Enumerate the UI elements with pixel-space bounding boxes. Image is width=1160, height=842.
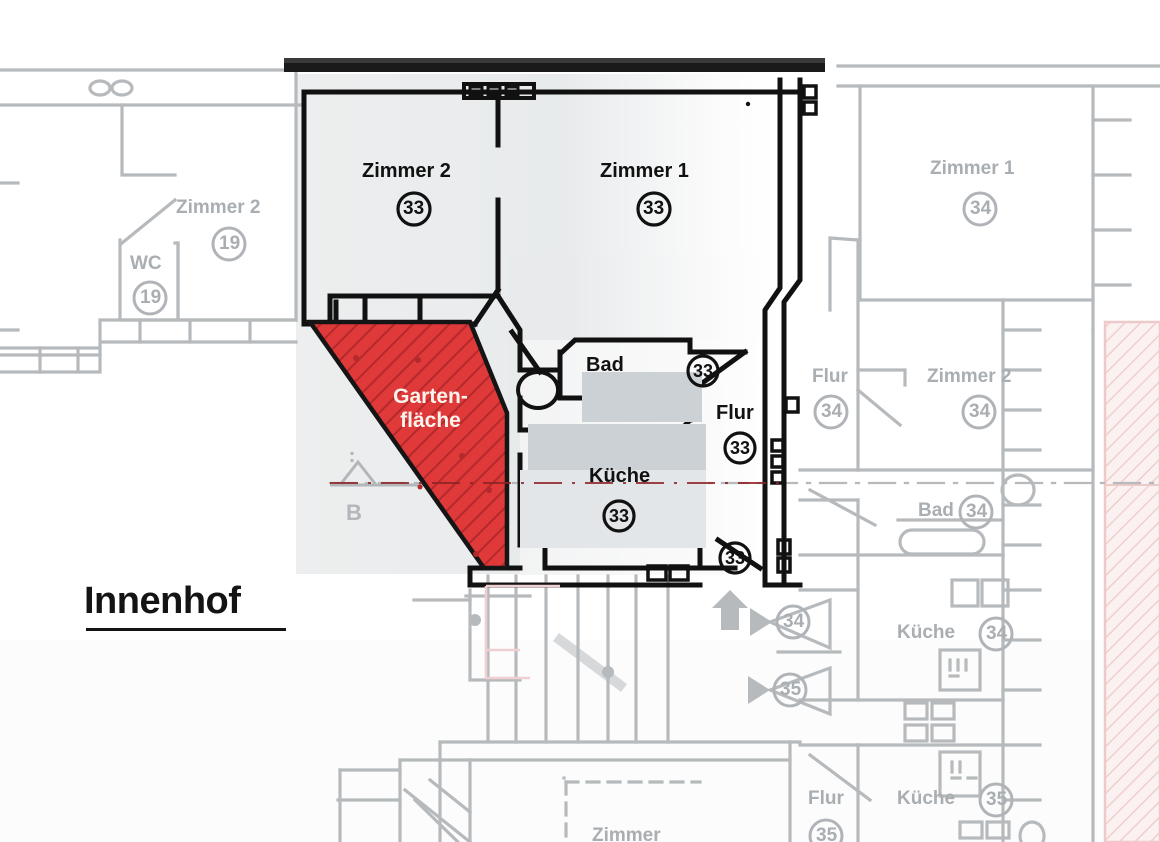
- room-label-zimmer-2-19: Zimmer 2: [176, 197, 261, 218]
- room-number-zimmer-2-33: 33: [403, 198, 425, 219]
- room-label-flur-35: Flur: [808, 788, 844, 809]
- top-wall-bar: [284, 58, 825, 72]
- room-label-zimmer-1-34: Zimmer 1: [930, 158, 1015, 179]
- room-number-bad-33: 33: [693, 361, 714, 381]
- background-center-lower: [328, 481, 1160, 842]
- room-label-flur-34: Flur: [812, 366, 848, 387]
- room-label-bad-33: Bad: [586, 354, 624, 376]
- room-number-wc-19: 19: [140, 287, 162, 308]
- room-label-bad-34: Bad: [918, 500, 954, 521]
- room-number-flur-33: 33: [730, 438, 751, 458]
- room-label-kueche-33: Küche: [589, 465, 651, 487]
- faint-red-guides: [484, 584, 560, 680]
- room-number-kueche-33: 33: [609, 506, 630, 526]
- stair-marker-number-34: 34: [783, 611, 805, 632]
- room-label-flur-33: Flur: [716, 402, 754, 424]
- room-number-flur-35: 35: [816, 825, 838, 842]
- garden-area-label-line1: Garten-: [393, 385, 468, 408]
- room-label-zimmer-2-33: Zimmer 2: [362, 160, 451, 182]
- room-number-zimmer-1-33: 33: [643, 198, 665, 219]
- garden-area-label-line2: fläche: [400, 409, 461, 433]
- room-label-zimmer-1-33: Zimmer 1: [600, 160, 689, 182]
- garden-area-label: Garten- fläche: [383, 385, 478, 433]
- room-label-kueche-34: Küche: [897, 622, 956, 643]
- courtyard-label: Innenhof: [84, 580, 241, 622]
- background-right-wing: [798, 64, 1160, 842]
- section-marker-label-b: B: [346, 500, 362, 525]
- background-plan-layer: [0, 68, 302, 374]
- room-label-kueche-35: Küche: [897, 788, 956, 809]
- room-number-zimmer-1-34: 34: [970, 198, 992, 219]
- room-label-zimmer-partial: Zimmer: [592, 825, 661, 842]
- garden-area-highlight: [305, 319, 510, 571]
- room-label-zimmer-2-34: Zimmer 2: [927, 366, 1012, 387]
- room-number-bad-34: 34: [966, 501, 988, 522]
- scan-shading: [0, 74, 1160, 842]
- room-number-zimmer-2-34: 34: [969, 401, 991, 422]
- stair-marker-number-35: 35: [780, 679, 802, 700]
- courtyard-label-underline: [86, 628, 286, 631]
- pink-hatched-strip: [1103, 320, 1160, 842]
- room-label-wc-19: WC: [130, 253, 162, 274]
- room-number-kueche-34: 34: [986, 623, 1008, 644]
- room-number-flur-34: 34: [821, 401, 843, 422]
- room-number-kueche-35: 35: [986, 789, 1008, 810]
- room-number-zimmer-2-19: 19: [219, 233, 241, 254]
- room-number-entry-33: 33: [725, 548, 746, 568]
- furniture-blocks: [520, 372, 706, 548]
